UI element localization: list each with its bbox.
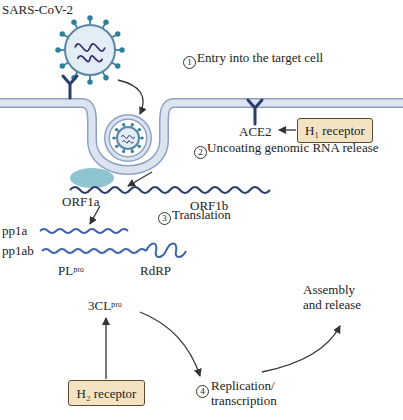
box-text: H₁ receptor <box>305 123 365 138</box>
rna-strands <box>40 187 270 257</box>
polyprotein-label: pp1ab <box>2 243 34 258</box>
virus-envelope <box>65 25 115 75</box>
spike-head <box>115 145 118 148</box>
endosome <box>107 117 149 159</box>
receptor-box: H₂ receptor <box>68 380 145 406</box>
spike-head <box>115 128 118 131</box>
step-label: Entry into the target cell <box>197 50 323 65</box>
receptor-label: ACE2 <box>239 124 272 139</box>
h2-inhibition-arrow <box>105 318 106 379</box>
viral-rna <box>121 135 134 138</box>
spike-head <box>138 128 141 131</box>
gene-label: ORF1a <box>62 194 100 209</box>
viral-rna <box>78 56 103 62</box>
membrane-inner <box>0 103 403 170</box>
assembly-arrow <box>262 326 340 372</box>
spike-head <box>122 123 125 126</box>
uncoating-arrow <box>128 172 152 186</box>
spike-head <box>138 145 141 148</box>
spike-head <box>122 150 125 153</box>
membrane-outer <box>0 103 403 170</box>
vesicle-inner <box>107 117 149 159</box>
receptor-box: H₁ receptor <box>297 118 373 143</box>
vesicle-wall <box>107 117 149 159</box>
spike-head <box>60 31 66 37</box>
receptor-symbol <box>63 76 77 98</box>
enzyme-label: RdRP <box>140 263 171 278</box>
spike-head <box>55 47 61 53</box>
viral-rna <box>123 141 134 144</box>
replication-arrow <box>140 312 200 376</box>
protease-label: 3CLᵖʳᵒ <box>88 298 122 313</box>
virus-envelope <box>117 127 139 149</box>
pp1ab-coil <box>146 244 186 258</box>
protease-label: PLᵖʳᵒ <box>58 263 84 278</box>
callout-number: 4 <box>196 385 209 398</box>
spike-head <box>103 75 109 81</box>
spike-head <box>131 150 134 153</box>
spike-head <box>131 123 134 126</box>
vesicle-virus <box>112 123 143 153</box>
spike-head <box>112 136 115 139</box>
callout-number: 2 <box>194 146 207 159</box>
spike-head <box>115 63 121 69</box>
entry-arrow <box>118 80 143 114</box>
spike-head <box>119 47 125 53</box>
pp1a-strand <box>40 229 128 233</box>
callout-number: 1 <box>183 56 196 69</box>
virus-particle <box>55 15 125 85</box>
h1-inhibition-arrow <box>279 129 296 130</box>
polyprotein-label: pp1a <box>2 223 27 238</box>
spike-head <box>87 79 93 85</box>
callout-number: 3 <box>158 212 171 225</box>
cell-membrane <box>0 103 403 170</box>
receptors <box>63 76 262 124</box>
ace2-receptor-symbol <box>248 100 262 124</box>
spike-head <box>60 63 66 69</box>
genomic-rna <box>70 187 270 193</box>
step-label: Translation <box>172 207 231 222</box>
box-text: H₂ receptor <box>77 386 137 401</box>
step-label: Replication/ transcription <box>211 378 293 408</box>
spike-head <box>115 31 121 37</box>
pp1ab-strand <box>42 249 146 253</box>
spike-head <box>103 20 109 26</box>
spike-head <box>71 20 77 26</box>
spike-head <box>140 136 143 139</box>
spike-head <box>87 15 93 21</box>
step-label: Assembly and release <box>303 282 365 312</box>
virus-name: SARS-CoV-2 <box>2 2 73 17</box>
viral-rna <box>75 44 105 51</box>
ribosome-blob <box>70 168 114 188</box>
